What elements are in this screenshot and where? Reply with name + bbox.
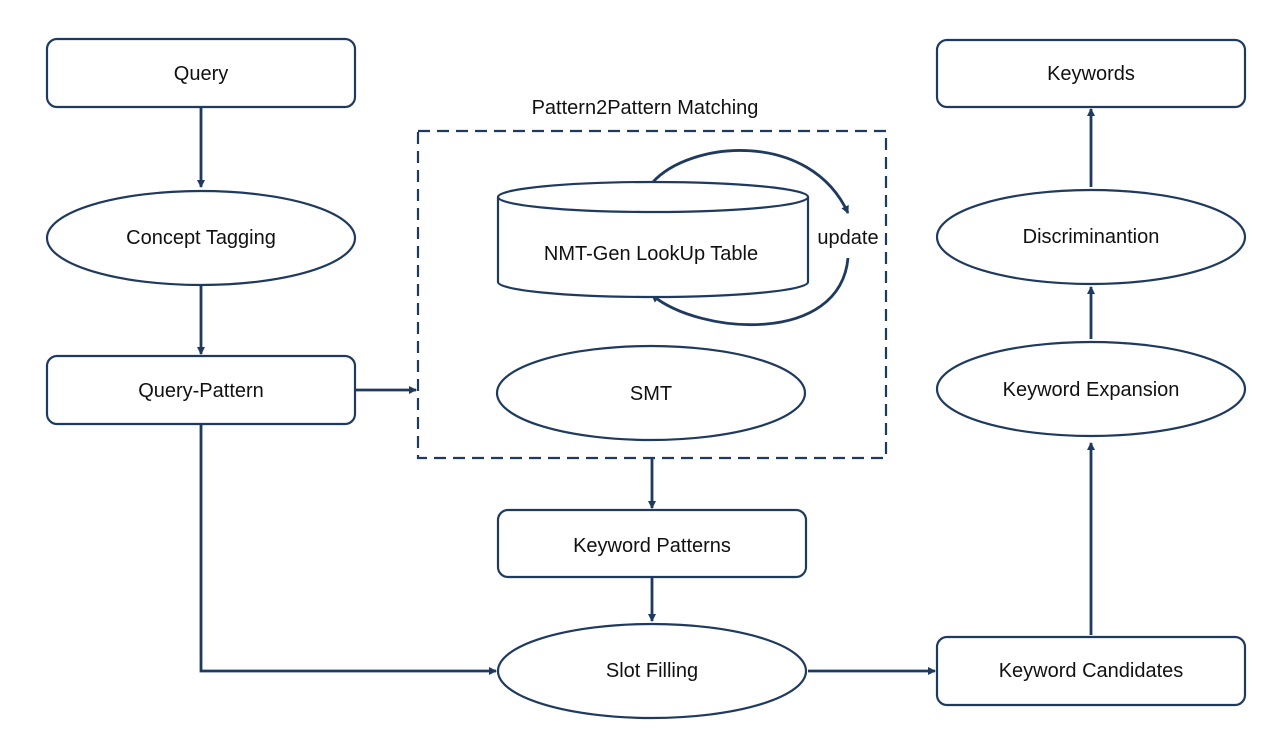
- query-label: Query: [174, 63, 228, 85]
- edge-update-loop-bottom: [651, 257, 850, 327]
- keyword-candidates-label: Keyword Candidates: [999, 660, 1184, 682]
- node-query: Query: [45, 37, 357, 109]
- lookup-table-cylinder-top: [496, 180, 810, 214]
- node-keyword-candidates: Keyword Candidates: [935, 635, 1247, 707]
- slot-filling-label: Slot Filling: [606, 660, 698, 682]
- edge-query-pattern-to-slot-filling: [199, 425, 497, 675]
- node-concept-tagging: Concept Tagging: [45, 189, 357, 287]
- discrimination-label: Discriminantion: [1023, 226, 1160, 248]
- smt-ellipse: [495, 344, 807, 442]
- pattern-matching-group: Pattern2Pattern Matching: [416, 97, 888, 460]
- keyword-expansion-label: Keyword Expansion: [1003, 379, 1180, 401]
- query-pattern-label: Query-Pattern: [138, 380, 264, 402]
- concept-tagging-ellipse: [45, 189, 357, 287]
- keyword-patterns-box: [496, 508, 808, 579]
- node-keywords: Keywords: [935, 38, 1247, 109]
- discrimination-ellipse: [935, 188, 1247, 286]
- query-pattern-box: [45, 354, 357, 426]
- keyword-expansion-ellipse: [935, 340, 1247, 438]
- lookup-table-label: NMT-Gen LookUp Table: [544, 243, 758, 265]
- smt-label: SMT: [630, 383, 672, 405]
- node-smt: SMT: [495, 344, 807, 442]
- keywords-label: Keywords: [1047, 63, 1135, 85]
- node-keyword-expansion: Keyword Expansion: [935, 340, 1247, 438]
- keyword-patterns-label: Keyword Patterns: [573, 535, 731, 557]
- edges: [197, 108, 1095, 675]
- query-box: [45, 37, 357, 109]
- edge-update-loop-top: [650, 149, 850, 214]
- node-discrimination: Discriminantion: [935, 188, 1247, 286]
- node-keyword-patterns: Keyword Patterns: [496, 508, 808, 579]
- keyword-candidates-box: [935, 635, 1247, 707]
- node-lookup-table: NMT-Gen LookUp Table: [496, 180, 810, 299]
- node-slot-filling: Slot Filling: [496, 622, 808, 720]
- update-label: update: [817, 227, 878, 249]
- lookup-table-cylinder: [496, 197, 810, 299]
- pattern-matching-group-title: Pattern2Pattern Matching: [532, 97, 759, 119]
- concept-tagging-label: Concept Tagging: [126, 227, 276, 249]
- pattern-matching-group-border: [416, 129, 888, 460]
- keywords-box: [935, 38, 1247, 109]
- slot-filling-ellipse: [496, 622, 808, 720]
- node-query-pattern: Query-Pattern: [45, 354, 357, 426]
